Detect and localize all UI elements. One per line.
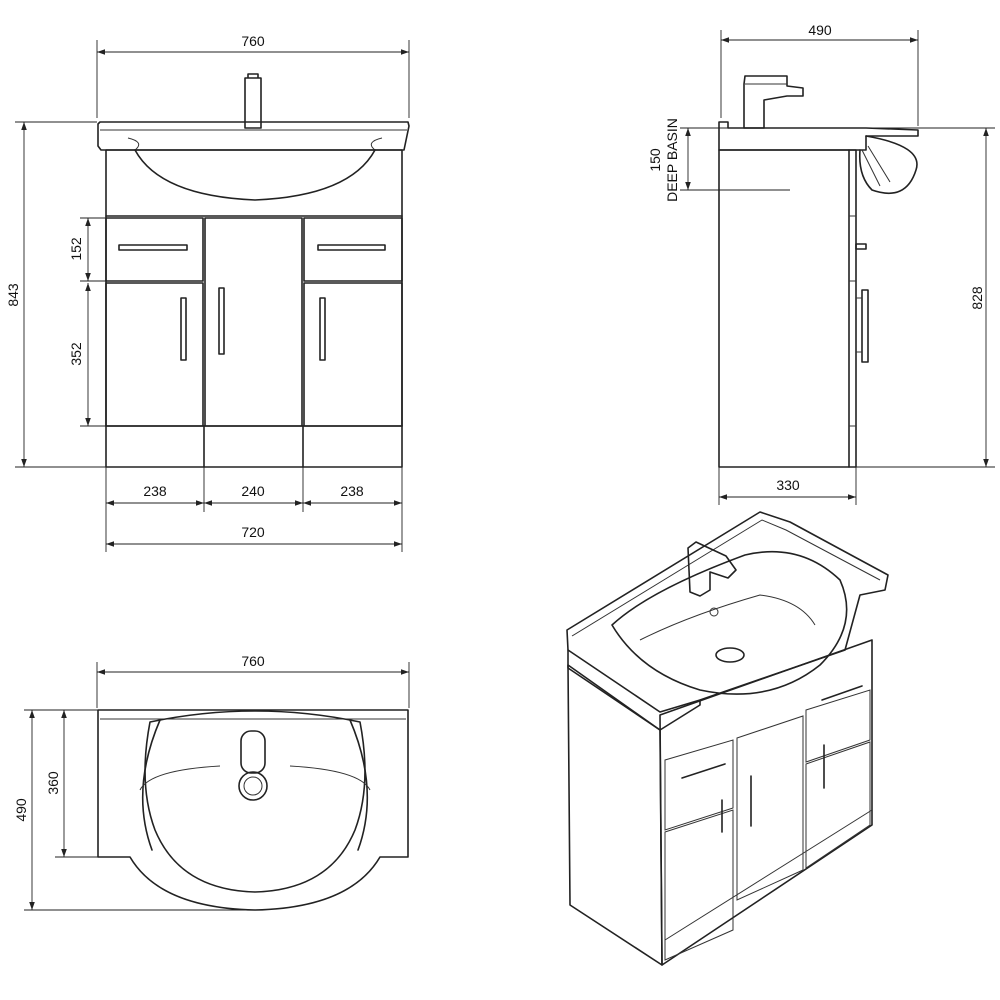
side-basin-bowl xyxy=(858,135,918,195)
dim-side-depth: 490 xyxy=(808,22,832,38)
front-dimensions: 760 843 152 352 238 240 238 720 xyxy=(5,33,410,552)
iso-basin-top xyxy=(566,511,889,713)
front-left-drawer-handle xyxy=(118,244,188,251)
top-tap xyxy=(240,730,266,774)
dim-right-width: 238 xyxy=(340,483,364,499)
dim-front-width: 760 xyxy=(241,33,265,49)
top-tap-base xyxy=(238,771,268,801)
dim-drawer-height: 152 xyxy=(68,237,84,261)
iso-tap xyxy=(687,541,737,597)
iso-cabinet-front xyxy=(659,639,873,966)
front-right-drawer-handle xyxy=(317,244,386,251)
top-left-edge xyxy=(141,719,161,851)
side-basin-top xyxy=(718,121,919,151)
dim-cabinet-height: 828 xyxy=(969,286,985,310)
front-view xyxy=(97,73,410,468)
dim-cabinet-depth: 330 xyxy=(776,477,800,493)
iso-left-drawer xyxy=(664,739,734,831)
top-basin-inner xyxy=(139,765,371,791)
iso-left-door xyxy=(664,809,734,961)
front-left-door xyxy=(105,282,204,427)
side-door-handle xyxy=(861,289,869,363)
dim-top-width: 760 xyxy=(241,653,265,669)
iso-left-drawer-handle xyxy=(681,763,726,779)
dim-basin-depth: 150 xyxy=(647,148,663,172)
front-center-door-handle xyxy=(218,287,225,355)
iso-basin-bowl xyxy=(611,550,848,695)
iso-right-drawer-handle xyxy=(821,685,863,701)
iso-right-door xyxy=(805,741,871,869)
side-cabinet-body xyxy=(718,149,857,468)
dim-top-basin-depth: 360 xyxy=(45,771,61,795)
iso-cabinet-side xyxy=(567,664,663,966)
front-cabinet-body xyxy=(105,149,403,468)
front-right-door xyxy=(303,282,403,427)
front-basin-bowl xyxy=(134,149,376,201)
side-drawer-handle xyxy=(855,243,867,250)
front-left-drawer xyxy=(105,217,204,282)
iso-center-door xyxy=(736,715,804,901)
side-basin-inner xyxy=(861,145,891,187)
dim-door-height: 352 xyxy=(68,342,84,366)
top-basin-bowl xyxy=(144,710,366,893)
side-view xyxy=(718,75,919,468)
front-tap xyxy=(244,73,262,129)
front-right-drawer xyxy=(303,217,403,282)
dim-top-depth: 490 xyxy=(13,798,29,822)
dim-left-width: 238 xyxy=(143,483,167,499)
top-dimensions: 760 360 490 xyxy=(13,653,410,911)
iso-right-drawer xyxy=(805,689,871,763)
side-dimensions: 490 150 DEEP BASIN 828 330 xyxy=(647,22,995,505)
front-basin-curve xyxy=(127,137,383,151)
iso-drain xyxy=(715,647,745,663)
dim-center-width: 240 xyxy=(241,483,265,499)
front-center-door xyxy=(204,217,303,427)
front-basin-top xyxy=(97,121,410,151)
isometric-view xyxy=(566,511,889,966)
front-left-door-handle xyxy=(180,297,187,361)
side-tap xyxy=(743,75,804,129)
front-right-door-handle xyxy=(319,297,326,361)
dim-basin-label: DEEP BASIN xyxy=(664,118,680,202)
top-view xyxy=(97,709,409,911)
dim-cabinet-width: 720 xyxy=(241,524,265,540)
top-basin-outline xyxy=(97,709,409,911)
iso-overflow xyxy=(709,607,719,617)
dim-front-height: 843 xyxy=(5,283,21,307)
top-right-edge xyxy=(349,719,369,851)
